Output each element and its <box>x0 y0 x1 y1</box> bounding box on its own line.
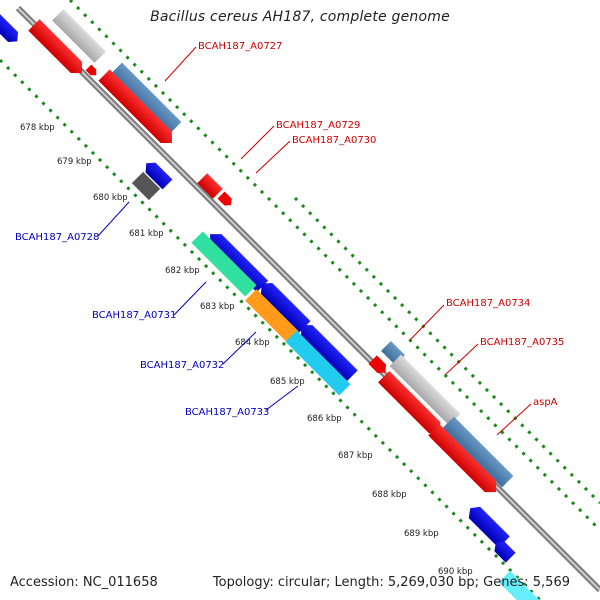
cds-gray[interactable] <box>389 354 461 426</box>
ruler-label: 680 kbp <box>93 193 128 203</box>
ruler-label: 682 kbp <box>165 266 200 276</box>
ruler-label: 685 kbp <box>270 377 305 387</box>
cds-gray[interactable] <box>52 9 106 63</box>
gene-label[interactable]: aspA <box>533 397 558 408</box>
leader-line <box>444 343 479 376</box>
dotted-track-line <box>293 196 600 505</box>
ruler-label: 683 kbp <box>200 302 235 312</box>
genome-info-text: Topology: circular; Length: 5,269,030 bp… <box>212 575 570 590</box>
gene-label[interactable]: BCAH187_A0731 <box>92 310 176 321</box>
leader-line <box>255 140 291 174</box>
cds-cyan[interactable] <box>498 570 542 600</box>
genome-title: Bacillus cereus AH187, complete genome <box>150 9 450 25</box>
ruler-label: 681 kbp <box>129 229 164 239</box>
cds-aquamarine[interactable] <box>191 231 257 297</box>
cds-cyan[interactable] <box>285 330 351 396</box>
ruler-label: 687 kbp <box>338 451 373 461</box>
outer-dotted-track <box>68 0 600 532</box>
cds-arrow-red-small[interactable] <box>85 64 99 78</box>
gene-label[interactable]: BCAH187_A0727 <box>198 41 282 52</box>
leader-line <box>240 125 275 160</box>
gene-labels: BCAH187_A0727 BCAH187_A0729 BCAH187_A073… <box>15 41 564 418</box>
leader-line <box>97 201 130 237</box>
leader-line <box>164 46 197 82</box>
gene-label[interactable]: BCAH187_A0730 <box>292 135 376 146</box>
leader-line <box>496 403 532 436</box>
cds-arrow-blue[interactable] <box>0 12 22 46</box>
cds-steelblue[interactable] <box>442 416 514 488</box>
gene-label[interactable]: BCAH187_A0734 <box>446 298 530 309</box>
inner-dotted-track <box>0 58 542 600</box>
gene-label[interactable]: BCAH187_A0733 <box>185 407 269 418</box>
ruler-label: 688 kbp <box>372 490 407 500</box>
gene-label[interactable]: BCAH187_A0735 <box>480 337 564 348</box>
dotted-track-line <box>0 58 542 600</box>
ruler-label: 686 kbp <box>307 414 342 424</box>
cds-arrow-blue[interactable] <box>204 228 269 293</box>
leader-lines <box>97 46 532 436</box>
cds-arrow-blue[interactable] <box>295 319 358 382</box>
cds-orange[interactable] <box>245 289 299 343</box>
backbone <box>15 5 600 593</box>
ruler-label: 690 kbp <box>438 567 473 577</box>
gene-features <box>0 9 542 600</box>
cds-arrow-red[interactable] <box>428 424 502 498</box>
cds-darkgray[interactable] <box>131 171 161 201</box>
dotted-track-line <box>68 0 600 532</box>
cds-red[interactable] <box>197 173 223 199</box>
cds-arrow-blue[interactable] <box>491 538 516 563</box>
cds-steelblue[interactable] <box>110 62 182 134</box>
leader-line <box>409 304 445 341</box>
ruler: 678 kbp 679 kbp 680 kbp 681 kbp 682 kbp … <box>20 123 473 577</box>
ruler-label: 678 kbp <box>20 123 55 133</box>
ruler-label: 679 kbp <box>57 157 92 167</box>
leader-line <box>173 281 207 316</box>
gene-label[interactable]: BCAH187_A0732 <box>140 360 224 371</box>
cds-arrow-red-small[interactable] <box>368 355 389 376</box>
gene-label[interactable]: BCAH187_A0728 <box>15 232 99 243</box>
backbone-highlight <box>17 7 600 591</box>
accession-text: Accession: NC_011658 <box>10 575 158 590</box>
cds-arrow-blue[interactable] <box>141 158 173 190</box>
leader-line <box>265 385 299 411</box>
leader-line <box>222 331 257 365</box>
ruler-label: 689 kbp <box>404 529 439 539</box>
cds-arrow-red[interactable] <box>28 19 87 78</box>
ruler-label: 684 kbp <box>235 338 270 348</box>
cds-arrow-red[interactable] <box>378 371 446 439</box>
outer-dotted-track-2 <box>293 196 600 505</box>
gene-label[interactable]: BCAH187_A0729 <box>276 120 360 131</box>
cds-arrow-blue[interactable] <box>465 503 510 548</box>
cds-arrow-red[interactable] <box>98 69 177 148</box>
cds-arrow-blue[interactable] <box>256 278 311 333</box>
